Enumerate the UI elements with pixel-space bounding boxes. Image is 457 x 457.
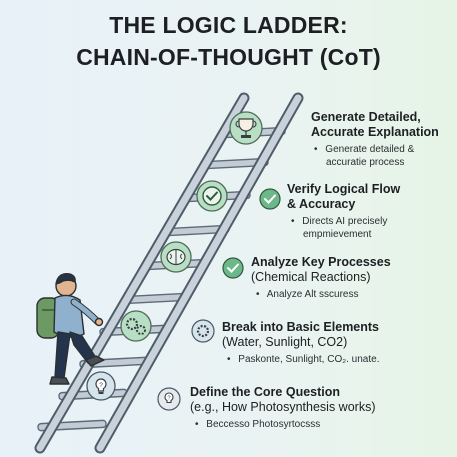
- lightbulb-badge-icon: ?: [157, 387, 181, 411]
- step-bullet-text: Directs AI precisely: [302, 216, 388, 227]
- step-bullet-text-cont: accuratie process: [326, 156, 405, 168]
- step-verify-logic: Verify Logical Flow & Accuracy Directs A…: [287, 182, 400, 241]
- step-bullet-text-cont: empmievement: [303, 228, 372, 240]
- step-bullet-text: Generate detailed &: [325, 144, 415, 155]
- step-subheading: (Water, Sunlight, CO2): [222, 335, 348, 349]
- step-bullet: Paskonte, Sunlight, CO₂. unate.: [222, 354, 379, 367]
- step-generate-explanation: Generate Detailed, Accurate Explanation …: [311, 110, 439, 169]
- step-heading: & Accuracy: [287, 197, 356, 211]
- step-heading: Verify Logical Flow: [287, 182, 401, 196]
- step-bullet: Beccesso Photosyrtocsss: [190, 419, 376, 432]
- step-heading: Accurate Explanation: [311, 125, 439, 139]
- step-heading: Analyze Key Processes: [251, 255, 391, 269]
- title-line-1: THE LOGIC LADDER:: [109, 12, 348, 38]
- step-bullet-text: Paskonte, Sunlight, CO₂. unate.: [238, 354, 380, 365]
- step-break-elements: Break into Basic Elements (Water, Sunlig…: [222, 320, 379, 367]
- step-heading: Generate Detailed,: [311, 110, 421, 124]
- step-subheading: (Chemical Reactions): [251, 270, 371, 284]
- step-bullet-text: Analyze Alt sscuress: [266, 289, 359, 300]
- step-bullet: Analyze Alt sscuress: [251, 289, 391, 302]
- step-analyze-processes: Analyze Key Processes (Chemical Reaction…: [251, 255, 391, 302]
- ladder-rails: [34, 92, 304, 454]
- trophy-icon: [229, 111, 263, 145]
- step-bullet: Directs AI precisely empmievement: [287, 216, 400, 241]
- climbing-person-figure: [36, 273, 105, 385]
- brain-icon: [160, 241, 192, 273]
- lightbulb-question-icon: ?: [86, 371, 116, 401]
- checkmark-circle-icon: [196, 180, 228, 212]
- svg-text:?: ?: [99, 382, 103, 389]
- gear-badge-icon: [191, 319, 215, 343]
- step-subheading: (e.g., How Photosynthesis works): [190, 400, 376, 414]
- step-bullet: Generate detailed & accuratie process: [311, 144, 439, 169]
- step-heading: Define the Core Question: [190, 385, 341, 399]
- checkmark-icon-2: [222, 257, 244, 279]
- step-bullet-text: Beccesso Photosyrtocsss: [206, 419, 321, 430]
- gears-icon: [120, 310, 152, 342]
- checkmark-icon: [259, 188, 281, 210]
- title-line-2: CHAIN-OF-THOUGHT (CoT): [76, 44, 381, 70]
- svg-text:?: ?: [167, 396, 170, 402]
- step-define-question: Define the Core Question (e.g., How Phot…: [190, 385, 376, 432]
- step-heading: Break into Basic Elements: [222, 320, 380, 334]
